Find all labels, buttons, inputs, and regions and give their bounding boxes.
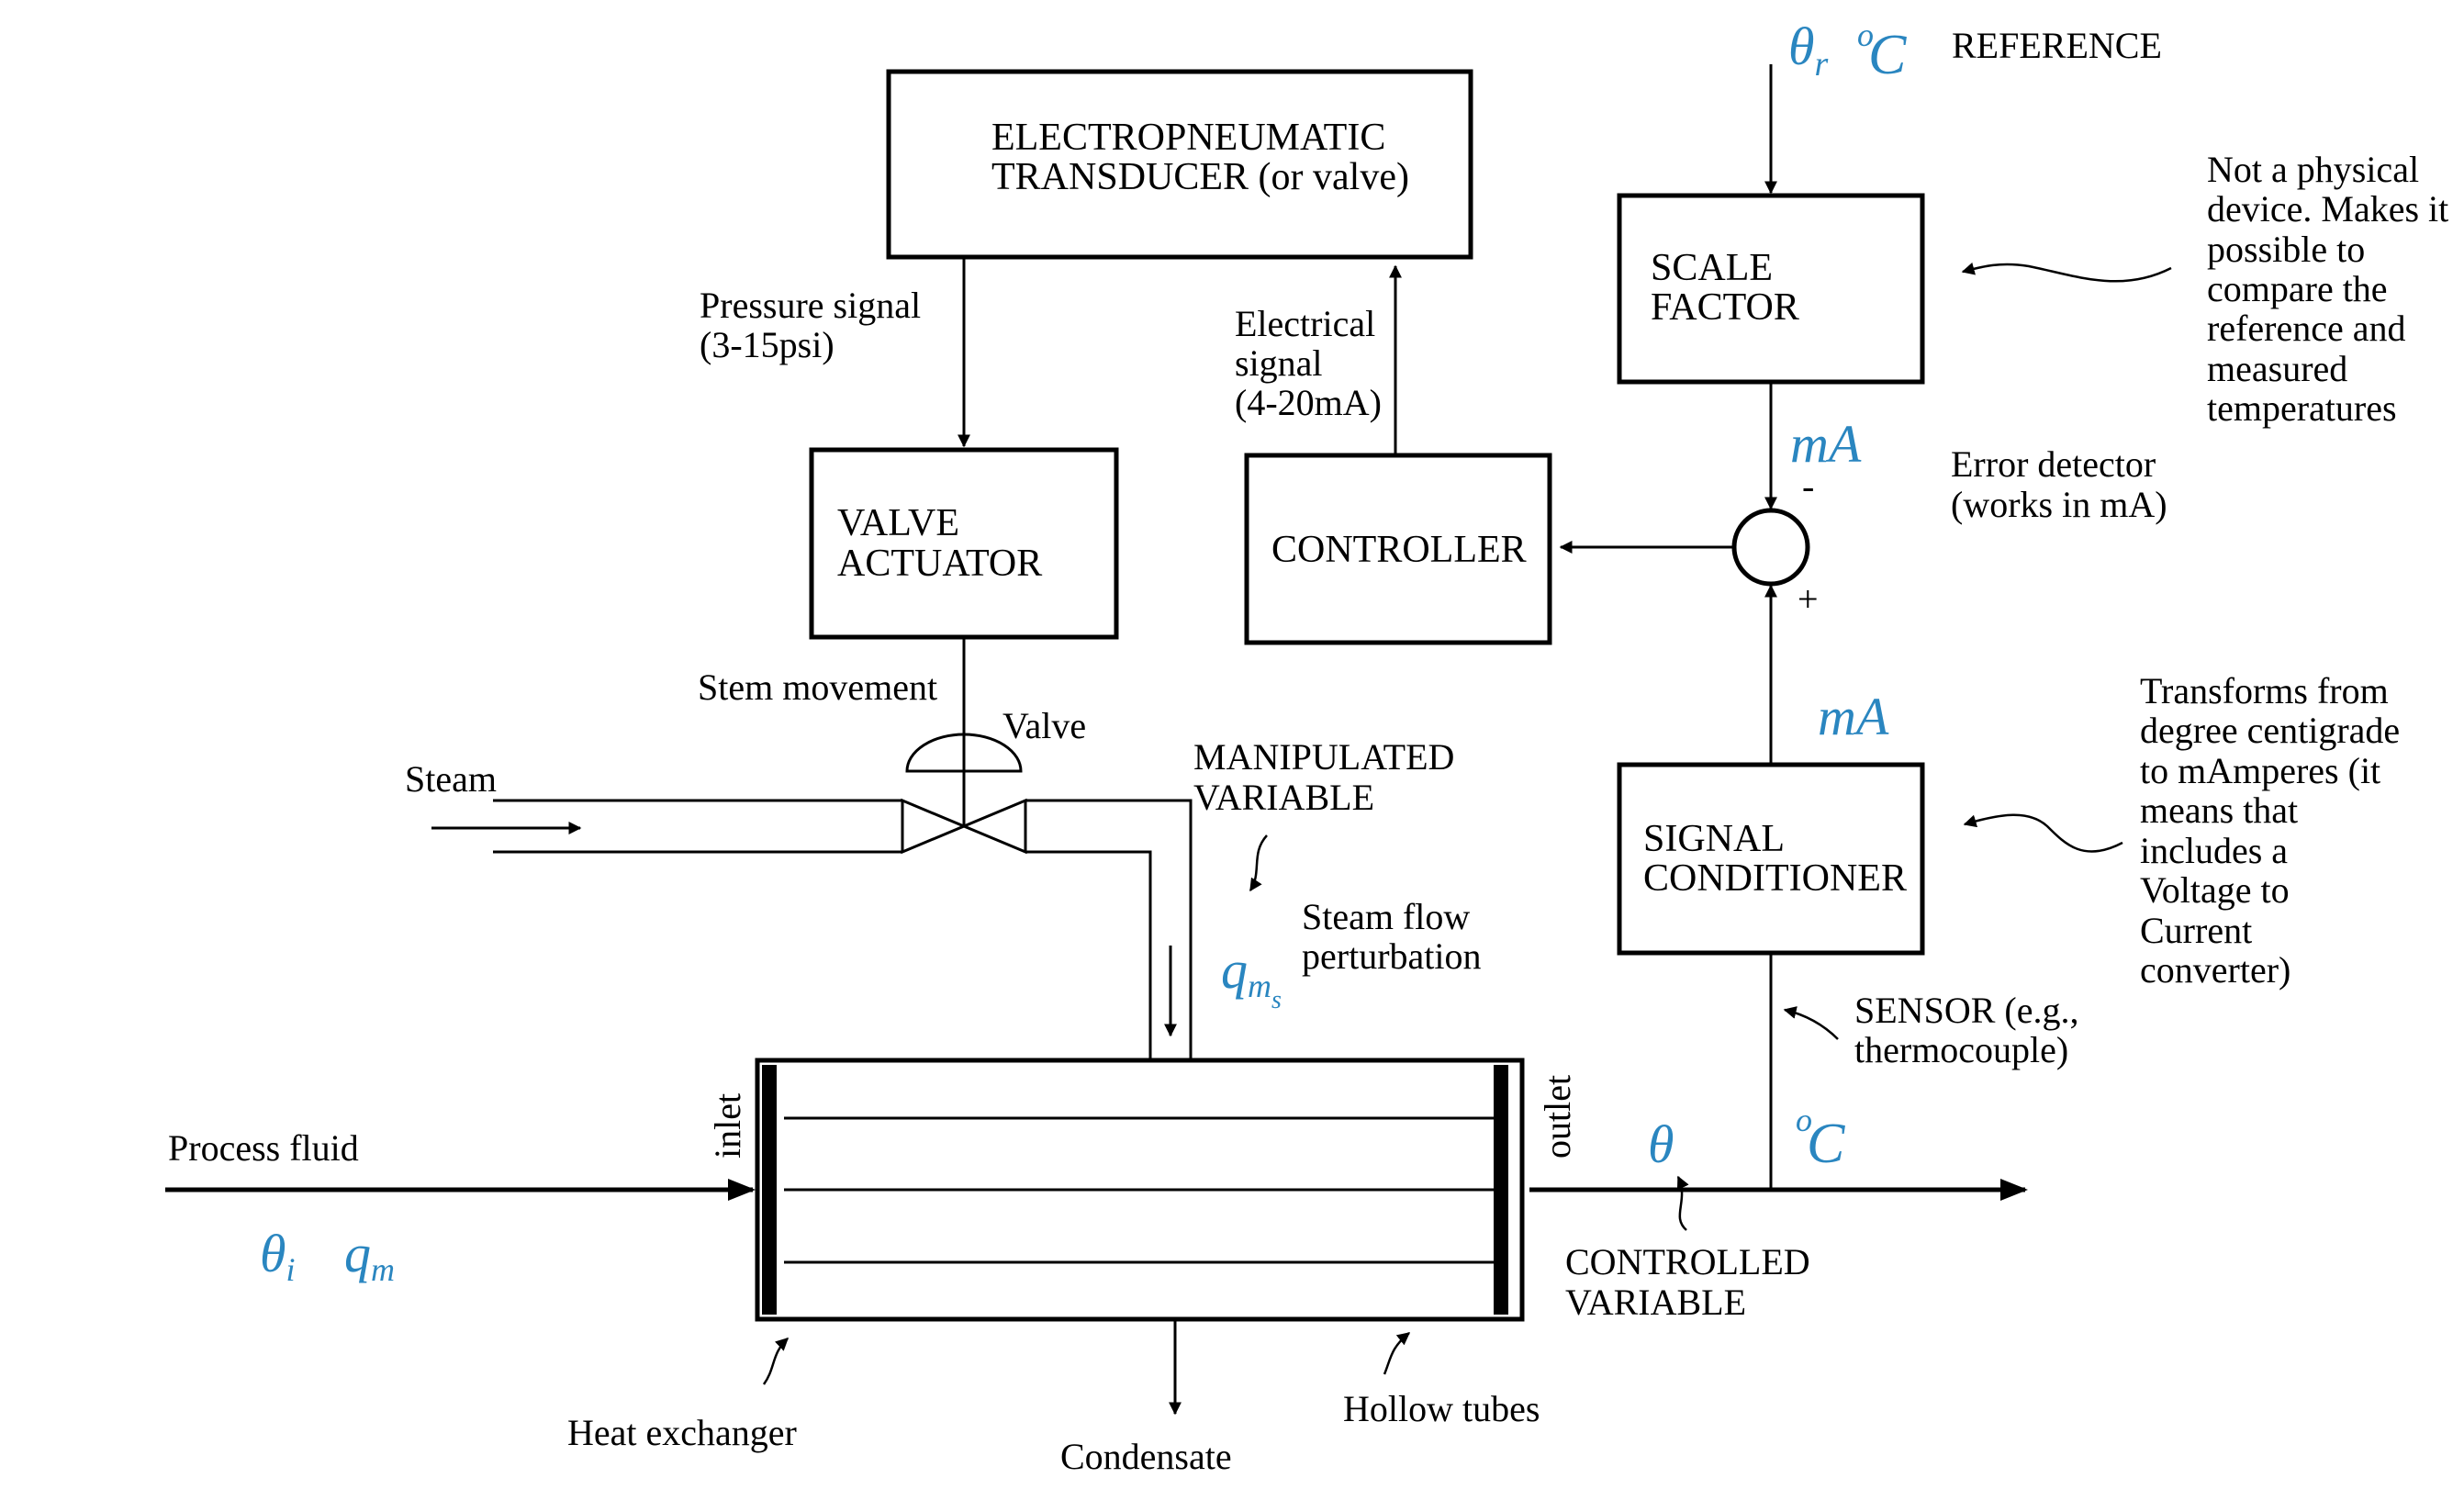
conditioner-note-line-3: to mAmperes (it xyxy=(2140,750,2380,791)
manipulated-variable-label-2: VARIABLE xyxy=(1193,777,1374,818)
conditioner-note-line-2: degree centigrade xyxy=(2140,710,2400,751)
controlled-variable-label-1: CONTROLLED xyxy=(1565,1241,1810,1282)
condensate-label: Condensate xyxy=(1060,1436,1232,1477)
electrical-signal-label-3: (4-20mA) xyxy=(1235,382,1382,423)
conditioner-note-line-5: includes a xyxy=(2140,830,2288,871)
sensor-label-2: thermocouple) xyxy=(1854,1029,2068,1070)
error-detector-circle xyxy=(1731,508,1810,587)
deg-c-out-symbol: C xyxy=(1807,1113,1845,1175)
scale-note-line-5: reference and xyxy=(2207,308,2405,349)
steam-pipe-down-outer xyxy=(1025,799,1193,1060)
theta-r-subscript: r xyxy=(1815,45,1829,84)
manipulated-variable-pointer xyxy=(1249,834,1268,892)
conditioner-note-line-6: Voltage to xyxy=(2140,869,2290,911)
signal-conditioner-block: SIGNAL CONDITIONER xyxy=(1617,762,1925,956)
transducer-label-1: ELECTROPNEUMATIC xyxy=(991,117,1385,159)
scale-note: Not a physical device. Makes it possible… xyxy=(1961,149,2448,429)
process-fluid-label: Process fluid xyxy=(168,1127,359,1169)
q-ms-subsubscript: s xyxy=(1271,986,1282,1014)
conditioner-note-line-4: means that xyxy=(2140,789,2298,831)
error-minus-sign: - xyxy=(1802,465,1814,507)
scale-factor-block: SCALE FACTOR xyxy=(1617,193,1925,385)
steam-pipe-down-inner xyxy=(1025,850,1152,1060)
scale-note-pointer xyxy=(1961,262,2172,283)
conditioner-note-line-8: converter) xyxy=(2140,949,2290,991)
stem-movement-label: Stem movement xyxy=(698,666,937,708)
deg-c-out-degree: o xyxy=(1796,1102,1812,1138)
q-m-symbol: qm xyxy=(344,1224,395,1288)
valve-label: Valve xyxy=(1002,705,1086,746)
q-m-base: q xyxy=(344,1224,371,1283)
controlled-variable-label-2: VARIABLE xyxy=(1565,1282,1746,1323)
scale-factor-label-2: FACTOR xyxy=(1651,286,1799,329)
ma-bottom-symbol: mA xyxy=(1818,687,1889,746)
scale-note-line-4: compare the xyxy=(2207,268,2388,309)
deg-c-top-degree: o xyxy=(1857,17,1874,53)
hollow-tubes-label: Hollow tubes xyxy=(1343,1388,1540,1429)
valve-actuator-block: VALVE ACTUATOR xyxy=(809,447,1119,640)
valve-actuator-label-1: VALVE xyxy=(837,502,959,544)
q-ms-subscript: m xyxy=(1248,968,1271,1004)
scale-note-line-7: temperatures xyxy=(2207,387,2397,429)
heat-exchanger-label: Heat exchanger xyxy=(567,1412,797,1453)
outlet-tube-sheet xyxy=(1494,1065,1508,1315)
error-detector-label-1: Error detector xyxy=(1951,443,2156,485)
controller-label: CONTROLLER xyxy=(1271,529,1527,571)
theta-i-symbol: θi xyxy=(260,1224,296,1288)
conditioner-note: Transforms from degree centigrade to mAm… xyxy=(1963,670,2400,991)
sensor-label-1: SENSOR (e.g., xyxy=(1854,990,2078,1031)
scale-note-line-1: Not a physical xyxy=(2207,149,2419,190)
q-m-subscript: m xyxy=(371,1251,395,1288)
scale-note-line-3: possible to xyxy=(2207,229,2365,270)
pressure-signal-label-1: Pressure signal xyxy=(700,285,921,326)
sensor-pointer xyxy=(1783,1006,1839,1040)
hollow-tubes-pointer xyxy=(1383,1332,1411,1375)
signal-conditioner-label-2: CONDITIONER xyxy=(1643,857,1907,900)
ma-top-symbol: mA xyxy=(1790,414,1862,474)
conditioner-note-line-1: Transforms from xyxy=(2140,670,2389,711)
steam-flow-label-1: Steam flow xyxy=(1302,896,1470,937)
conditioner-note-line-7: Current xyxy=(2140,910,2252,951)
theta-i-subscript: i xyxy=(286,1251,296,1288)
controlled-variable-pointer xyxy=(1676,1175,1689,1231)
theta-out-symbol: θ xyxy=(1648,1114,1674,1174)
deg-c-top-symbol: C xyxy=(1868,24,1907,86)
controller-block: CONTROLLER xyxy=(1244,453,1552,645)
transducer-label-2: TRANSDUCER (or valve) xyxy=(991,156,1409,198)
error-detector-label-2: (works in mA) xyxy=(1951,484,2167,525)
valve-actuator-label-2: ACTUATOR xyxy=(837,543,1042,585)
pressure-signal-label-2: (3-15psi) xyxy=(700,324,834,365)
conditioner-note-pointer xyxy=(1963,813,2123,853)
theta-i-base: θ xyxy=(260,1224,286,1283)
steam-label: Steam xyxy=(405,758,497,800)
valve-dome xyxy=(905,733,1023,773)
electrical-signal-label-2: signal xyxy=(1235,342,1323,384)
q-ms-symbol: qms xyxy=(1221,940,1282,1014)
signal-conditioner-label-1: SIGNAL xyxy=(1643,818,1785,860)
error-plus-sign: + xyxy=(1798,578,1819,620)
inlet-label: inlet xyxy=(707,1093,748,1159)
steam-flow-label-2: perturbation xyxy=(1302,935,1482,977)
inlet-tube-sheet xyxy=(762,1065,777,1315)
theta-r-base: θ xyxy=(1788,17,1815,76)
outlet-label: outlet xyxy=(1537,1075,1578,1159)
heat-exchanger-pointer xyxy=(762,1338,790,1385)
scale-factor-label-1: SCALE xyxy=(1651,247,1773,289)
transducer-block: ELECTROPNEUMATIC TRANSDUCER (or valve) xyxy=(886,69,1473,260)
scale-note-line-6: measured xyxy=(2207,348,2347,389)
reference-label: REFERENCE xyxy=(1952,25,2162,66)
scale-note-line-2: device. Makes it xyxy=(2207,188,2448,230)
q-ms-base: q xyxy=(1221,940,1248,1000)
theta-r-symbol: θr xyxy=(1788,17,1829,84)
manipulated-variable-label-1: MANIPULATED xyxy=(1193,736,1454,778)
heat-exchanger xyxy=(755,1058,1525,1322)
electrical-signal-label-1: Electrical xyxy=(1235,303,1375,344)
